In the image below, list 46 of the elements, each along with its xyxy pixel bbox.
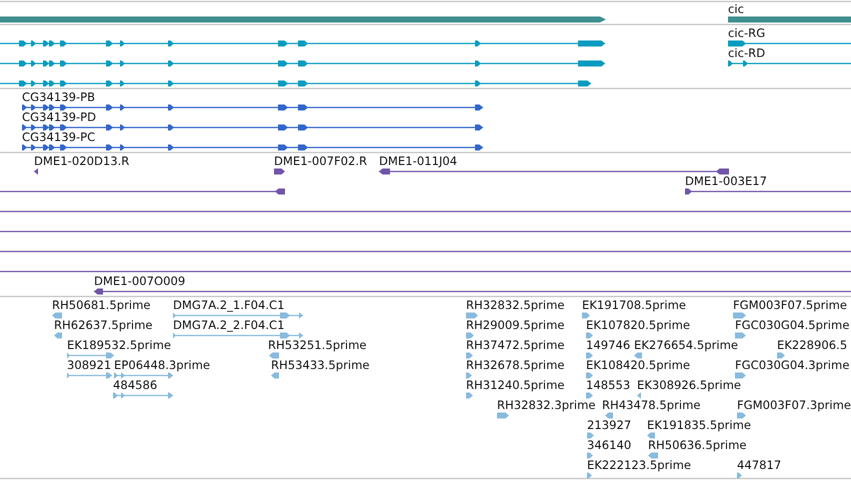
feature-label: EK191835.5prime (647, 418, 752, 432)
feature-label: DME1-020D13.R (34, 154, 130, 168)
feature-label: 149746 (586, 338, 630, 352)
feature-label: RH32832.5prime (466, 298, 564, 312)
feature-label: 308921 (67, 358, 112, 372)
feature-label: 346140 (587, 438, 632, 452)
feature-label: RH53433.5prime (271, 358, 370, 372)
feature-label: DME1-007O009 (94, 274, 186, 288)
feature-label: RH29009.5prime (466, 318, 564, 332)
feature-label: RH50681.5prime (52, 298, 150, 312)
feature-label: CG34139-PD (22, 110, 96, 124)
feature-label: 484586 (113, 378, 158, 392)
feature-label: EK308926.5prime (637, 378, 742, 392)
feature-label: RH32832.3prime (497, 398, 596, 412)
feature-label: RH53251.5prime (268, 338, 366, 352)
feature-label: DMG7A.2_1.F04.C1 (173, 298, 285, 312)
feature-label: cic (728, 2, 744, 16)
feature-label: EK191708.5prime (582, 298, 686, 312)
feature-label: EK108420.5prime (586, 358, 690, 372)
feature-label: DMG7A.2_2.F04.C1 (173, 318, 285, 332)
feature-label: EK107820.5prime (586, 318, 690, 332)
feature-label: FGM003F07.5prime (733, 298, 848, 312)
feature-label: EK222123.5prime (587, 458, 692, 472)
feature-label: CG34139-PC (22, 130, 96, 144)
feature-label: RH50636.5prime (648, 438, 746, 452)
feature-label: EK189532.5prime (67, 338, 172, 352)
feature-label: EP06448.3prime (114, 358, 210, 372)
feature-label: EK276654.5prime (634, 338, 738, 352)
feature-label: RH37472.5prime (466, 338, 564, 352)
feature-label: cic-RG (728, 26, 766, 40)
feature-label: RH62637.5prime (54, 318, 152, 332)
feature-label: RH32678.5prime (466, 358, 564, 372)
feature-label: DME1-011J04 (379, 154, 458, 168)
feature-label: FGM003F07.3prime (737, 398, 851, 412)
feature-label: EK228906.5 (777, 338, 848, 352)
feature-label: FGC030G04.3prime (735, 358, 850, 372)
feature-label: 148553 (586, 378, 630, 392)
feature-label: DME1-007F02.R (274, 154, 368, 168)
feature-label: RH31240.5prime (466, 378, 564, 392)
feature-label: DME1-003E17 (685, 174, 768, 188)
feature-label: 447817 (737, 458, 782, 472)
feature-label: RH43478.5prime (602, 398, 700, 412)
feature-label: 213927 (587, 418, 632, 432)
feature-label: FGC030G04.5prime (735, 318, 850, 332)
feature-label: cic-RD (728, 46, 766, 60)
feature-label: CG34139-PB (22, 90, 96, 104)
